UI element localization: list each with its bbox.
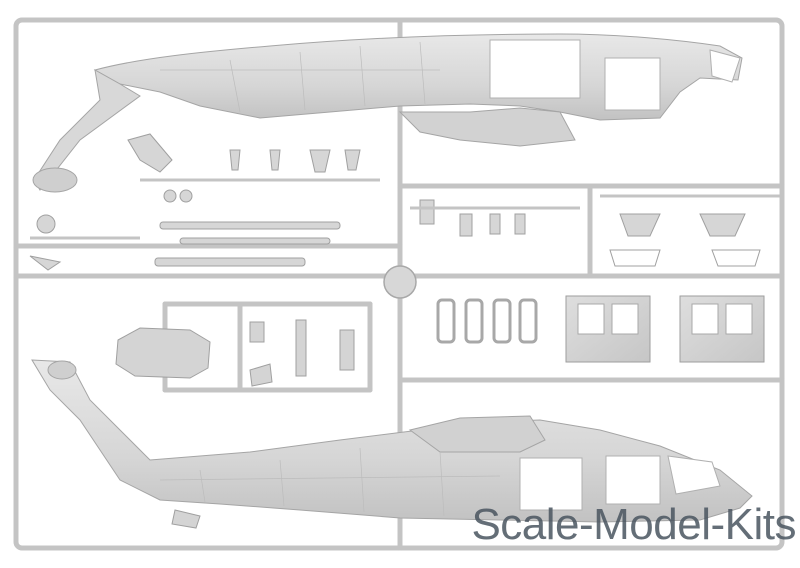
door-panels — [436, 295, 765, 363]
small-parts-upper-right — [410, 194, 780, 267]
fuselage-half-upper — [32, 33, 743, 193]
fuselage-half-lower — [31, 359, 753, 529]
seat-parts — [115, 319, 355, 387]
small-parts-upper-left — [29, 133, 380, 271]
sprue-hub — [383, 265, 417, 299]
